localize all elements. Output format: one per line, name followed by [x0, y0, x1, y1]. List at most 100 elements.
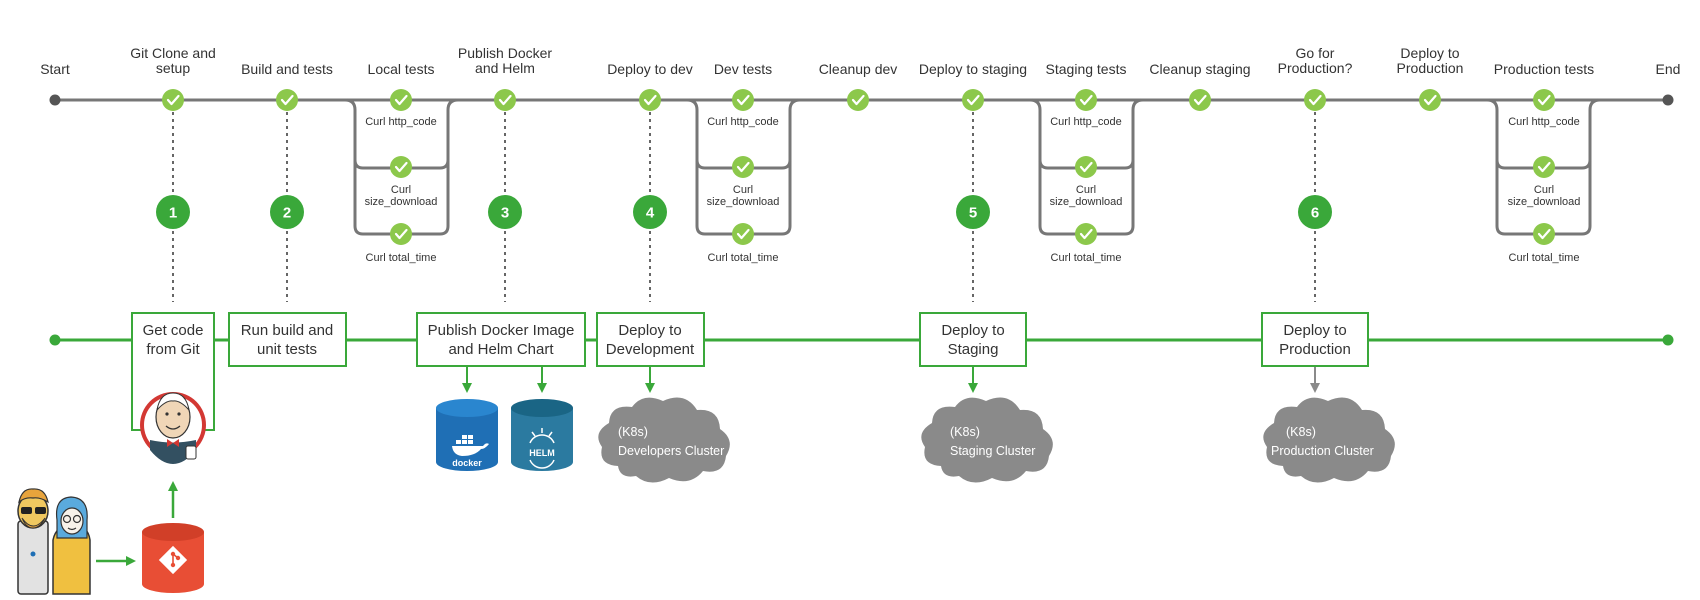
helm-label: HELM	[529, 448, 555, 458]
staging-cluster-cloud: (K8s) Staging Cluster	[921, 397, 1053, 483]
git-repository	[142, 523, 204, 593]
check-icon	[390, 223, 412, 245]
stage-label-staging-tests: Staging tests	[1046, 61, 1127, 77]
stage-label-cleanup-dev: Cleanup dev	[819, 61, 898, 77]
check-icon	[1189, 89, 1211, 111]
check-icon	[639, 89, 661, 111]
test-label-http-code: Curl http_code	[1050, 116, 1122, 128]
action-start-dot	[49, 334, 61, 346]
start-label: Start	[40, 61, 70, 77]
docker-label: docker	[452, 458, 482, 468]
cloud-cluster-label: Staging Cluster	[950, 444, 1035, 458]
action-end-dot	[1662, 334, 1674, 346]
check-icon	[962, 89, 984, 111]
step-badges: 1 2 3 4 5 6	[156, 195, 1332, 229]
stage-label-cleanup-staging: Cleanup staging	[1149, 61, 1250, 77]
svg-text:2: 2	[283, 205, 291, 222]
test-label-total-time: Curl total_time	[1509, 252, 1580, 264]
check-icon	[1533, 156, 1555, 178]
test-label-total-time: Curl total_time	[1051, 252, 1122, 264]
stage-label-deploy-staging: Deploy to staging	[919, 61, 1027, 77]
stage-label-production-tests: Production tests	[1494, 61, 1594, 77]
check-icon	[1419, 89, 1441, 111]
docker-whale-icon	[452, 435, 489, 456]
svg-text:5: 5	[969, 205, 977, 222]
check-icon	[390, 89, 412, 111]
check-icon	[732, 156, 754, 178]
check-icon	[1075, 89, 1097, 111]
check-icon	[1304, 89, 1326, 111]
top-pipeline: Start End	[40, 45, 1680, 302]
stage-label-dev-tests: Dev tests	[714, 61, 772, 77]
developers-cluster-cloud: (K8s) Developers Cluster	[598, 397, 730, 483]
step-badge-4: 4	[633, 195, 667, 229]
test-label-http-code: Curl http_code	[1508, 116, 1580, 128]
stage-label-local-tests: Local tests	[368, 61, 435, 77]
stage-label-deploy-dev: Deploy to dev	[607, 61, 693, 77]
start-dot	[49, 94, 61, 106]
check-icon	[1075, 156, 1097, 178]
developers-illustration	[17, 481, 204, 595]
check-icon	[162, 89, 184, 111]
stage-checks	[162, 89, 1555, 111]
check-icon	[494, 89, 516, 111]
helm-repository: HELM	[511, 399, 573, 471]
check-icon	[1075, 223, 1097, 245]
step-badge-1: 1	[156, 195, 190, 229]
cloud-k8s-label: (K8s)	[618, 425, 648, 439]
jenkins-icon	[140, 392, 206, 464]
step-badge-3: 3	[488, 195, 522, 229]
end-label: End	[1656, 61, 1681, 77]
deploy-arrows	[462, 367, 1320, 393]
svg-text:1: 1	[169, 205, 177, 222]
cloud-cluster-label: Production Cluster	[1271, 444, 1374, 458]
cloud-k8s-label: (K8s)	[1286, 425, 1316, 439]
git-logo-icon	[158, 545, 188, 575]
branch-checks	[390, 156, 1555, 245]
stage-label-build-tests: Build and tests	[241, 61, 333, 77]
step-badge-6: 6	[1298, 195, 1332, 229]
test-label-http-code: Curl http_code	[707, 116, 779, 128]
helm-wheel-icon	[529, 428, 555, 469]
step-badge-5: 5	[956, 195, 990, 229]
check-icon	[276, 89, 298, 111]
production-cluster-cloud: (K8s) Production Cluster	[1263, 397, 1395, 483]
end-dot	[1662, 94, 1674, 106]
developer-man-icon	[17, 488, 49, 595]
check-icon	[732, 89, 754, 111]
svg-text:4: 4	[646, 205, 655, 222]
test-label-http-code: Curl http_code	[365, 116, 437, 128]
developer-woman-icon	[52, 496, 91, 595]
test-label-total-time: Curl total_time	[366, 252, 437, 264]
check-icon	[732, 223, 754, 245]
check-icon	[1533, 223, 1555, 245]
test-label-total-time: Curl total_time	[708, 252, 779, 264]
svg-text:3: 3	[501, 205, 509, 222]
cloud-k8s-label: (K8s)	[950, 425, 980, 439]
cloud-cluster-label: Developers Cluster	[618, 444, 724, 458]
check-icon	[1533, 89, 1555, 111]
docker-registry: docker	[436, 399, 498, 471]
check-icon	[847, 89, 869, 111]
